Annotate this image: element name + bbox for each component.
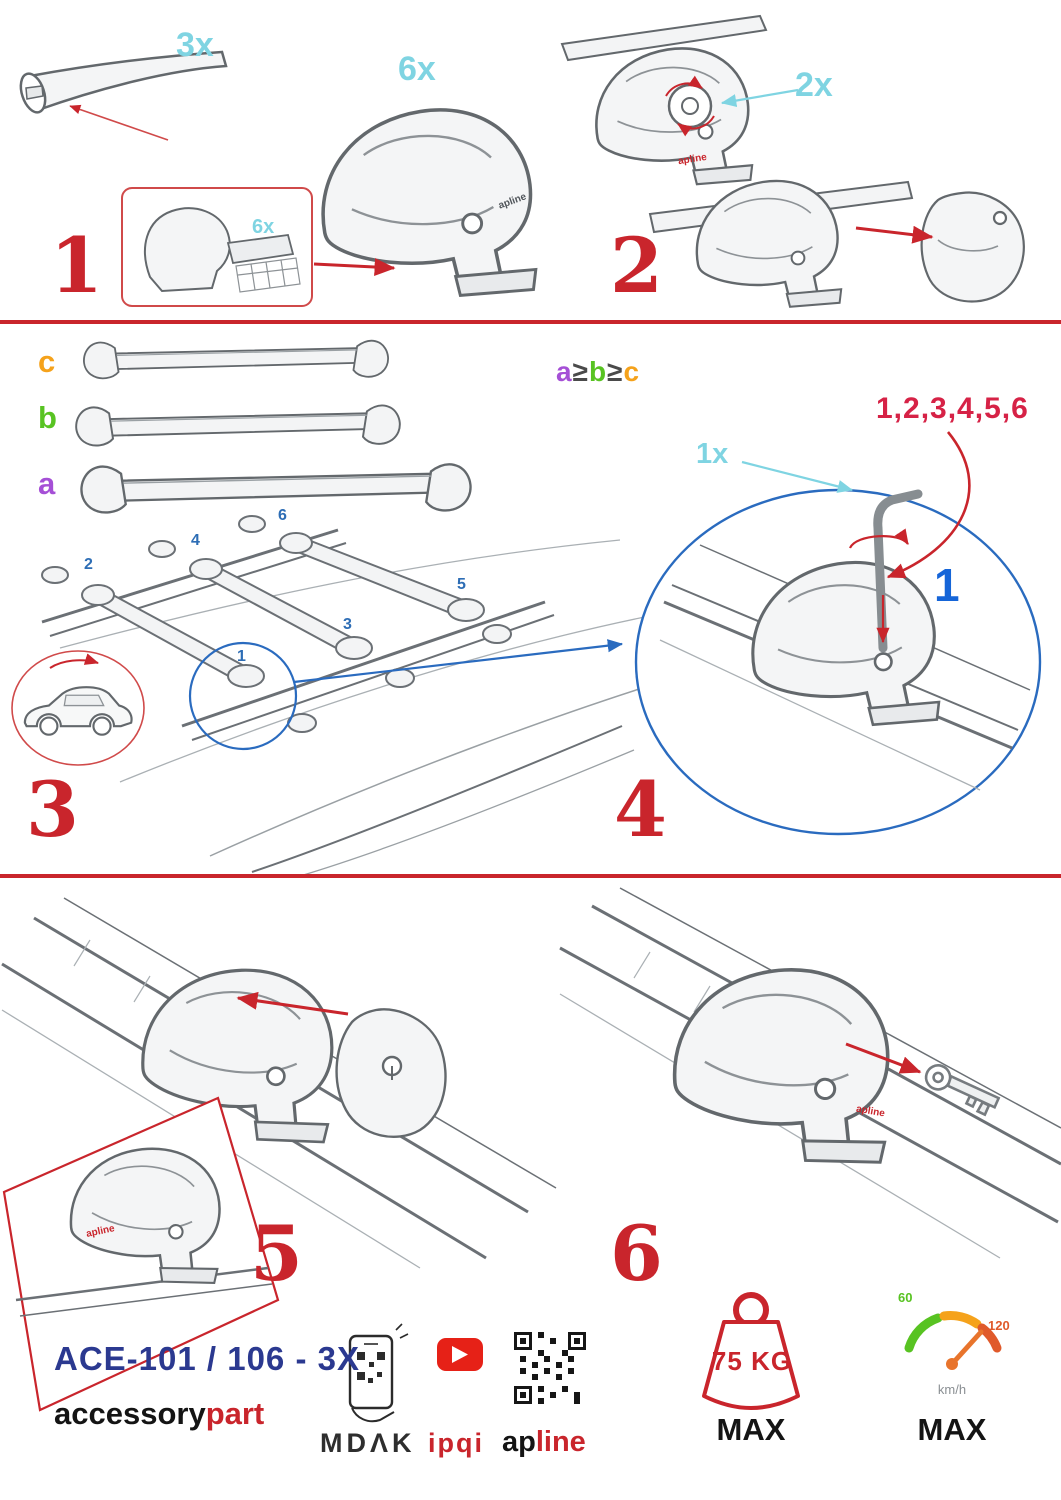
position-label-5: 5 — [457, 576, 466, 593]
step-number-1: 1 — [50, 221, 103, 310]
position-label-4: 4 — [191, 532, 200, 549]
model-code: ACE-101 / 106 - 3X — [54, 1340, 360, 1377]
foot-drawing-step6 — [664, 956, 904, 1171]
position-label-6: 6 — [278, 507, 287, 524]
bar-pointer-line — [69, 104, 169, 141]
youtube-icon — [437, 1338, 483, 1371]
brand-ipqi: ipqi — [428, 1428, 484, 1458]
size-order-legend: a≥b≥c — [556, 356, 640, 388]
key-drawing — [924, 1064, 1001, 1117]
legend-a: a — [556, 356, 573, 387]
step5-inset — [2, 1096, 280, 1412]
speed-unit-label: km/h — [937, 1382, 967, 1397]
legend-b: b — [588, 356, 608, 387]
qty-2x-arrow — [720, 88, 799, 108]
cover-arrow — [236, 991, 349, 1016]
step-number-4: 4 — [614, 765, 667, 854]
position-label-3: 3 — [343, 616, 352, 633]
size-label-a: a — [38, 466, 56, 501]
position-label-1: 1 — [237, 648, 246, 665]
crossbar-tube-drawing — [19, 50, 228, 114]
max-weight-icon — [702, 1292, 800, 1410]
qty-1x-arrow — [741, 460, 854, 493]
brand-apline-line: line — [535, 1426, 586, 1458]
legend-gte-1: ≥ — [572, 356, 589, 387]
step-number-5: 5 — [250, 1209, 303, 1298]
sequence-arrow — [886, 431, 971, 579]
step-number-2: 2 — [610, 221, 663, 310]
clamp-inset — [121, 187, 313, 307]
key-arrow — [845, 1042, 922, 1074]
crossbar-drawing-b — [75, 404, 401, 447]
max-speed-label: MAX — [917, 1412, 987, 1447]
brand-accessory: accessory — [54, 1396, 206, 1431]
speed-low-label: 60 — [898, 1290, 913, 1305]
foot-drawing-step5 — [132, 956, 347, 1150]
legend-c: c — [623, 356, 641, 387]
step6-drawing — [559, 887, 1061, 1259]
end-cap-drawing — [920, 191, 1025, 303]
position-label-2: 2 — [84, 556, 93, 573]
phone-qr-icon — [348, 1323, 409, 1423]
car-inset — [11, 650, 145, 766]
key-rotate-arrow — [848, 528, 909, 549]
step2-drawing — [560, 14, 1025, 309]
brand-mdak: MDΛK — [320, 1428, 416, 1458]
rotate-arrow-bottom — [677, 115, 715, 137]
qty-label-bar: 3x — [176, 26, 214, 64]
tightening-sequence: 1,2,3,4,5,6 — [876, 392, 1029, 425]
car-direction-arrow — [49, 653, 99, 669]
crossbar-drawing-c — [82, 339, 390, 380]
step1-drawing — [19, 50, 538, 307]
size-label-c: c — [38, 344, 56, 379]
brand-accessorypart: accessorypart — [54, 1396, 264, 1432]
qty-label-1x: 1x — [696, 438, 729, 470]
speed-high-label: 120 — [988, 1318, 1010, 1333]
brand-part: part — [205, 1396, 265, 1431]
cap-arrow — [855, 225, 934, 244]
qr-code-icon — [514, 1332, 586, 1404]
step-number-6: 6 — [610, 1209, 663, 1298]
max-weight-label: MAX — [716, 1412, 786, 1447]
max-weight-value: 75 KG — [711, 1346, 793, 1376]
allen-key-drawing — [873, 489, 923, 653]
divider-2 — [0, 874, 1061, 878]
divider-1 — [0, 320, 1061, 324]
rotate-arrow-top — [665, 75, 703, 97]
position-1-highlight — [188, 639, 624, 751]
speedometer-icon — [904, 1311, 1002, 1370]
car-roof-drawing — [41, 515, 701, 877]
inset-to-foot-arrow — [313, 258, 396, 277]
qty-label-foot: 6x — [398, 50, 436, 88]
size-label-b: b — [38, 400, 57, 435]
step5-drawing — [1, 897, 557, 1412]
step-number-3: 3 — [26, 765, 79, 854]
brand-apline-ap: ap — [502, 1426, 536, 1458]
qty-label-inset: 6x — [252, 216, 275, 238]
legend-gte-2: ≥ — [607, 356, 624, 387]
foot-drawing-step2-bottom — [695, 179, 843, 309]
step4-detail-drawing — [634, 488, 1042, 836]
sequence-first-number: 1 — [934, 559, 960, 611]
brand-apline: apline — [502, 1426, 586, 1459]
crossbar-drawing-a — [80, 463, 472, 514]
qty-label-2x: 2x — [795, 66, 833, 104]
lock-cover-drawing — [335, 1008, 447, 1138]
